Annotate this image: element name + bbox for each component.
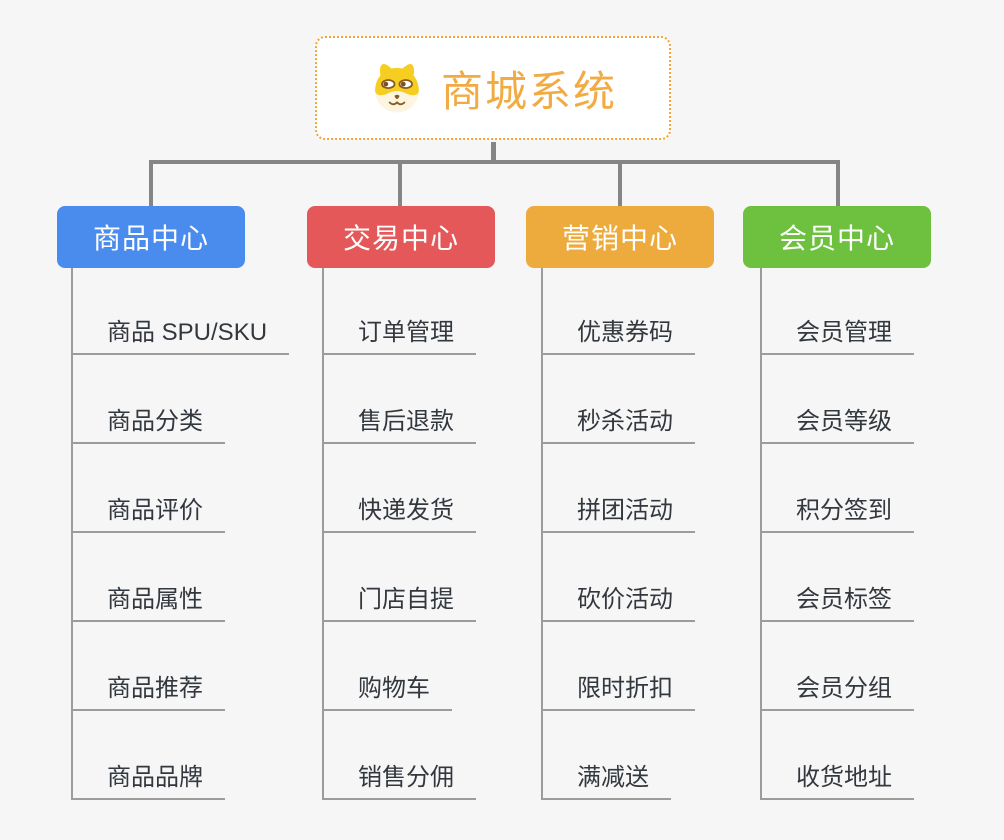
leaf-topic[interactable]: 商品评价	[71, 493, 225, 533]
connector-drop-marketing	[618, 160, 622, 207]
leaf-topic[interactable]: 会员等级	[760, 404, 914, 444]
leaf-topic[interactable]: 会员管理	[760, 315, 914, 355]
root-title: 商城系统	[440, 67, 617, 115]
leaf-topic[interactable]: 商品分类	[71, 404, 225, 444]
leaf-topic[interactable]: 砍价活动	[541, 582, 695, 622]
leaf-topic[interactable]: 限时折扣	[541, 671, 695, 711]
doge-icon	[375, 63, 419, 113]
branch-node-member-center[interactable]: 会员中心	[743, 206, 931, 268]
leaf-topic[interactable]: 商品属性	[71, 582, 225, 622]
leaf-topic[interactable]: 优惠券码	[541, 315, 695, 355]
leaf-topic[interactable]: 秒杀活动	[541, 404, 695, 444]
connector-root-stem	[491, 142, 496, 162]
leaf-topic[interactable]: 会员分组	[760, 671, 914, 711]
connector-drop-member	[836, 160, 840, 207]
leaf-topic[interactable]: 商品推荐	[71, 671, 225, 711]
leaf-topic[interactable]: 会员标签	[760, 582, 914, 622]
leaf-topic[interactable]: 售后退款	[322, 404, 476, 444]
root-node-mall-system[interactable]: 商城系统	[315, 36, 671, 140]
branch-node-trade-center[interactable]: 交易中心	[307, 206, 495, 268]
spine-trade-center	[322, 268, 324, 800]
leaf-topic[interactable]: 销售分佣	[322, 760, 476, 800]
branch-node-product-center[interactable]: 商品中心	[57, 206, 245, 268]
leaf-topic[interactable]: 订单管理	[322, 315, 476, 355]
branch-node-marketing-center[interactable]: 营销中心	[526, 206, 714, 268]
spine-product-center	[71, 268, 73, 800]
leaf-topic[interactable]: 拼团活动	[541, 493, 695, 533]
leaf-topic[interactable]: 门店自提	[322, 582, 476, 622]
leaf-topic[interactable]: 收货地址	[760, 760, 914, 800]
leaf-topic[interactable]: 商品品牌	[71, 760, 225, 800]
leaf-topic[interactable]: 积分签到	[760, 493, 914, 533]
connector-drop-trade	[398, 160, 402, 207]
leaf-topic[interactable]: 满减送	[541, 760, 671, 800]
leaf-topic[interactable]: 商品 SPU/SKU	[71, 315, 290, 355]
connector-drop-product	[149, 160, 153, 207]
leaf-topic[interactable]: 购物车	[322, 671, 452, 711]
spine-marketing-center	[541, 268, 543, 800]
connector-rail	[149, 160, 840, 164]
leaf-topic[interactable]: 快递发货	[322, 493, 476, 533]
spine-member-center	[760, 268, 762, 800]
